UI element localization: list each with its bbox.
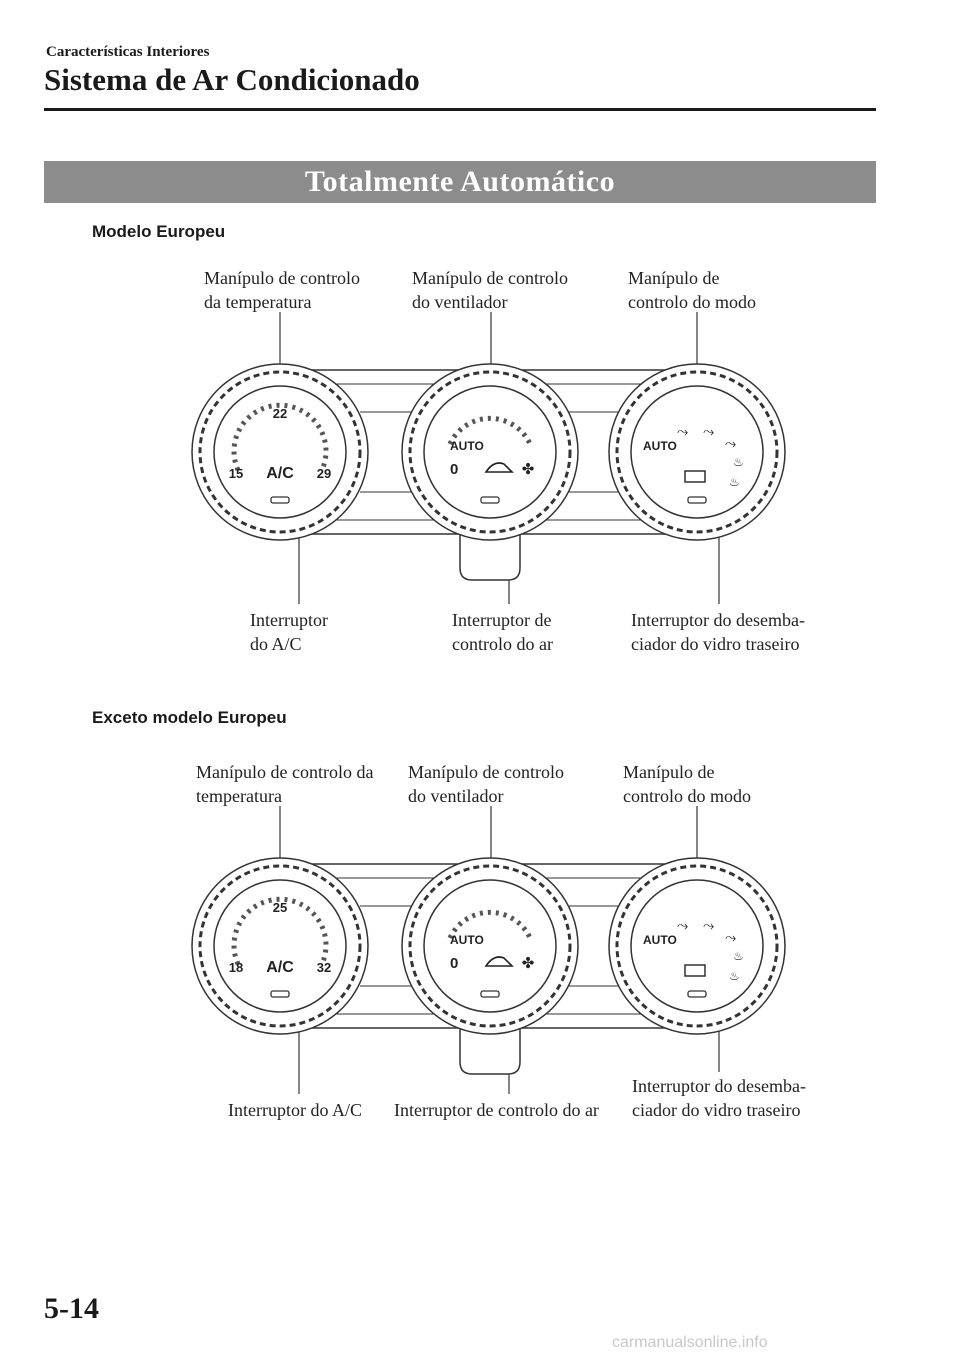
mode-knob-2[interactable]: AUTO ⤳ ⤳ ⤳ ♨ ♨ [608, 857, 786, 1035]
recirculation-icon [484, 956, 514, 967]
title-divider [44, 108, 876, 111]
temp-low-value: 15 [229, 466, 243, 481]
floor-vent-icon: ⤳ [725, 931, 736, 946]
temp-high-value: 29 [317, 466, 331, 481]
ac-label: A/C [266, 465, 294, 482]
recirculation-icon [484, 462, 514, 473]
face-vent-icon: ⤳ [677, 425, 688, 440]
label-air-switch-1: Interruptor de controlo do ar [452, 610, 553, 654]
fan-icon: ✤ [522, 462, 535, 478]
fan-auto-label: AUTO [450, 439, 484, 453]
defrost-switch-1[interactable] [687, 496, 707, 504]
label-air-switch-2: Interruptor de controlo do ar [394, 1100, 599, 1120]
bilevel-vent-icon: ⤳ [703, 919, 714, 934]
label-mode-knob-2: Manípulo de controlo do modo [623, 762, 751, 806]
floor-defrost-icon: ♨ [733, 455, 744, 469]
page-number: 5-14 [44, 1292, 99, 1325]
windshield-defrost-icon: ♨ [729, 969, 740, 983]
label-mode-knob-1: Manípulo de controlo do modo [628, 268, 756, 312]
label-ac-switch-2: Interruptor do A/C [228, 1100, 362, 1120]
temp-mid-value: 25 [273, 900, 287, 915]
ac-switch-1[interactable] [270, 496, 290, 504]
windshield-defrost-icon: ♨ [729, 475, 740, 489]
figure-2-subtitle: Exceto modelo Europeu [92, 708, 287, 727]
section-banner: Totalmente Automático [44, 161, 876, 203]
fan-icon: ✤ [522, 956, 535, 972]
label-defrost-switch-2: Interruptor do desemba- ciador do vidro … [632, 1076, 806, 1120]
face-vent-icon: ⤳ [677, 919, 688, 934]
floor-defrost-icon: ♨ [733, 949, 744, 963]
mode-auto-label: AUTO [643, 439, 677, 453]
mode-knob-1[interactable]: AUTO ⤳ ⤳ ⤳ ♨ ♨ [608, 363, 786, 541]
fan-off-label: 0 [450, 955, 458, 972]
ac-label: A/C [266, 959, 294, 976]
rear-defrost-icon [684, 470, 706, 483]
temp-low-value: 18 [229, 960, 243, 975]
bilevel-vent-icon: ⤳ [703, 425, 714, 440]
floor-vent-icon: ⤳ [725, 437, 736, 452]
climate-panel-figure-1: 22 15 29 A/C AUTO 0 ✤ AUTO ⤳ ⤳ ⤳ ♨ ♨ [191, 312, 786, 604]
temp-knob-1[interactable]: 22 15 29 A/C [191, 363, 369, 541]
fan-knob-2[interactable]: AUTO 0 ✤ [401, 857, 579, 1035]
fan-knob-1[interactable]: AUTO 0 ✤ [401, 363, 579, 541]
label-fan-knob-1: Manípulo de controlo do ventilador [412, 268, 568, 312]
label-ac-switch-1: Interruptor do A/C [250, 610, 328, 654]
air-switch-2[interactable] [480, 990, 500, 998]
temp-high-value: 32 [317, 960, 331, 975]
fan-auto-label: AUTO [450, 933, 484, 947]
fan-off-label: 0 [450, 461, 458, 478]
temp-knob-2[interactable]: 25 18 32 A/C [191, 857, 369, 1035]
label-temp-knob-1: Manípulo de controlo da temperatura [204, 268, 360, 312]
temp-mid-value: 22 [273, 406, 287, 421]
label-defrost-switch-1: Interruptor do desemba- ciador do vidro … [631, 610, 805, 654]
ac-switch-2[interactable] [270, 990, 290, 998]
mode-auto-label: AUTO [643, 933, 677, 947]
defrost-switch-2[interactable] [687, 990, 707, 998]
watermark: carmanualsonline.info [612, 1334, 768, 1351]
figure-1-subtitle: Modelo Europeu [92, 222, 226, 241]
climate-panel-figure-2: 25 18 32 A/C AUTO 0 ✤ AUTO ⤳ ⤳ ⤳ ♨ ♨ [191, 806, 786, 1094]
chapter-heading: Características Interiores [46, 44, 210, 60]
page-title: Sistema de Ar Condicionado [44, 62, 420, 97]
label-fan-knob-2: Manípulo de controlo do ventilador [408, 762, 564, 806]
air-switch-1[interactable] [480, 496, 500, 504]
label-temp-knob-2: Manípulo de controlo da temperatura [196, 762, 374, 806]
rear-defrost-icon [684, 964, 706, 977]
